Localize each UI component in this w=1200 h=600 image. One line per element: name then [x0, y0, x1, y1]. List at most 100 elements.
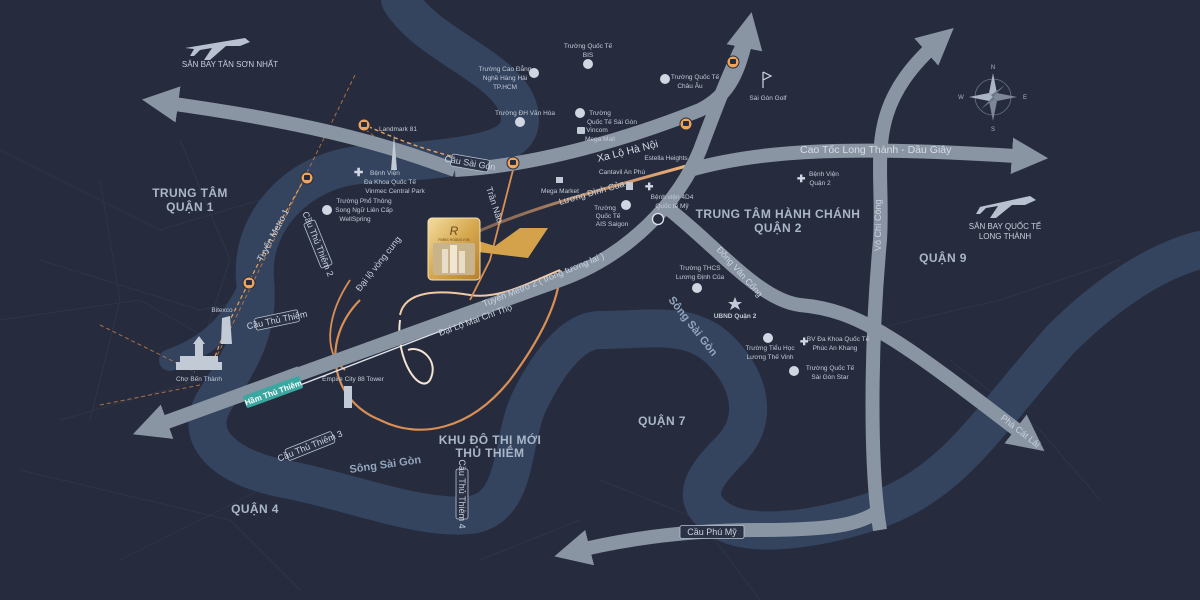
street-texture: [0, 139, 1121, 600]
school-icon: [515, 117, 525, 127]
vincom-label-1: Vincom: [586, 127, 608, 134]
school-icon: [763, 333, 773, 343]
ring-road-loop: [398, 319, 434, 385]
mall-icon: [577, 127, 585, 134]
cau-phu-my-tag: Cầu Phú Mỹ: [679, 525, 745, 539]
hang-hai-label-1: Trường Cao Đẳng: [479, 64, 532, 73]
long-thanh-label-2: LONG THÀNH: [979, 232, 1032, 241]
van-hoa-label: Trường ĐH Văn Hóa: [495, 110, 555, 117]
project-name: PARIS HOÀNG KIM: [438, 238, 469, 242]
bis-label-1: Trường Quốc Tế: [564, 41, 613, 50]
mega-market-label: Mega Market: [541, 188, 579, 195]
bv-quan2-label-1: Bệnh Viện: [809, 171, 839, 178]
vinmec-label-2: Đa Khoa Quốc Tế: [364, 177, 416, 186]
wellspring-label-2: Song Ngữ Liên Cấp: [335, 205, 393, 214]
compass-e: E: [1023, 95, 1027, 101]
empire-label: Empire City 88 Tower: [322, 376, 384, 383]
vincom-label-2: Mega Mall: [585, 136, 616, 143]
hospital-icon: ✚: [354, 167, 363, 179]
mall-icon: [556, 177, 563, 183]
ben-thanh-label: Chợ Bến Thành: [176, 374, 222, 383]
bv-4d4-label-1: Bệnh viện 4D4: [651, 194, 694, 201]
school-icon: [789, 366, 799, 376]
vinmec-label-1: Bệnh Viện: [370, 170, 400, 177]
district-thuthiem-line1: KHU ĐÔ THỊ MỚI: [439, 432, 542, 447]
hospital-icon: ✚: [797, 174, 806, 185]
compass-rose: N S E W: [958, 65, 1027, 133]
school-icon: [529, 68, 539, 78]
vinmec-label-3: Vinmec Central Park: [365, 188, 425, 195]
bis-label-2: BIS: [583, 52, 594, 59]
cantavil-label: Cantavil An Phú: [599, 169, 646, 176]
bitexco-tower-icon: [221, 316, 232, 344]
tan-son-nhat-label: SÂN BAY TÂN SƠN NHẤT: [182, 59, 278, 69]
bv-4d4-label-2: Quốc tế Mỹ: [655, 201, 689, 210]
saigon-star-label-1: Trường Quốc Tế: [806, 363, 855, 372]
bv-quan2-label-2: Quận 2: [809, 180, 831, 187]
chau-au-label-2: Châu Âu: [677, 81, 703, 90]
airplane-icon: [975, 196, 1036, 218]
pois: Landmark 81 ✚ Bệnh Viện Đa Khoa Quốc Tế …: [176, 41, 870, 408]
hospital-icon: ✚: [800, 337, 809, 348]
tran-nao-road: [469, 169, 514, 301]
metro-station-glyphs: [246, 59, 736, 285]
landmark81-label: Landmark 81: [379, 126, 417, 133]
landmark-tower-icon: [391, 135, 397, 170]
cau-phu-my-label: Cầu Phú Mỹ: [687, 527, 737, 537]
mai-chi-tho-west-tip: [132, 366, 303, 439]
ben-thanh-market-icon: [176, 336, 222, 370]
airplane-icon: [185, 38, 250, 60]
tieu-hoc-label-1: Trường Tiểu Học: [745, 344, 795, 352]
star-icon: [728, 297, 742, 310]
district-q1-line2: QUẬN 1: [166, 199, 214, 214]
building-icon: [626, 182, 633, 190]
cau-thu-thiem-4-label: Cầu Thủ Thiêm 4: [457, 459, 467, 528]
wellspring-label-3: WellSpring: [339, 216, 371, 223]
xa-lo-ha-noi-west: [141, 86, 458, 177]
phuc-an-khang-label-1: BV Đa Khoa Quốc Tế: [807, 334, 870, 343]
airport-long-thanh: SÂN BAY QUỐC TẾ LONG THÀNH: [969, 196, 1041, 241]
district-q9: QUẬN 9: [919, 250, 967, 265]
vo-chi-cong-label: Võ Chí Công: [873, 199, 883, 251]
ring-road-inner: [399, 269, 561, 316]
district-q2-line1: TRUNG TÂM HÀNH CHÁNH: [696, 206, 861, 221]
hang-hai-label-2: Nghề Hàng Hải: [483, 73, 527, 82]
airport-tan-son-nhat: SÂN BAY TÂN SƠN NHẤT: [182, 38, 278, 69]
estella-label: Estella Heights: [644, 155, 688, 162]
dashed-links: [99, 74, 386, 406]
district-q1-line1: TRUNG TÂM: [152, 185, 228, 200]
wellspring-label-1: Trường Phổ Thông: [336, 197, 392, 205]
chau-au-label-1: Trường Quốc Tế: [671, 72, 720, 81]
compass-s: S: [991, 127, 995, 133]
district-q2-line2: QUẬN 2: [754, 220, 802, 235]
school-icon: [692, 283, 702, 293]
phuc-an-khang-label-2: Phúc An Khang: [813, 345, 858, 352]
hang-hai-label-3: TP.HCM: [493, 84, 517, 91]
tieu-hoc-label-2: Lương Thế Vinh: [746, 352, 793, 361]
long-thanh-label-1: SÂN BAY QUỐC TẾ: [969, 221, 1041, 231]
ais-label-1: Trường: [594, 205, 616, 212]
bitexco-label: Bitexco: [211, 307, 233, 314]
district-q7: QUẬN 7: [638, 413, 686, 428]
district-thuthiem-line2: THỦ THIÊM: [456, 445, 525, 460]
metro-2-station-icon: [651, 212, 665, 226]
school-icon: [621, 200, 631, 210]
empire-tower-icon: [344, 386, 352, 408]
school-icon: [322, 205, 332, 215]
school-icon: [583, 59, 593, 69]
cau-thu-thiem-4-tag: Cầu Thủ Thiêm 4: [455, 459, 469, 529]
ais-label-3: AIS Saigon: [596, 221, 629, 228]
project-pointer: [475, 228, 548, 258]
river-branch: [159, 274, 261, 371]
project-marker: R PARIS HOÀNG KIM: [427, 217, 548, 281]
thcs-label-1: Trường THCS: [679, 265, 721, 272]
qt-saigon-label-1: Trường: [589, 110, 611, 117]
cao-toc-long-thanh: [688, 137, 1049, 177]
golf-label: Sài Gòn Golf: [749, 95, 786, 102]
cao-toc-label: Cao Tốc Long Thành - Dầu Giây: [800, 144, 952, 156]
compass-n: N: [991, 65, 995, 71]
highways: [132, 12, 1049, 566]
golf-icon: [762, 71, 773, 88]
hospital-icon: ✚: [645, 182, 654, 193]
